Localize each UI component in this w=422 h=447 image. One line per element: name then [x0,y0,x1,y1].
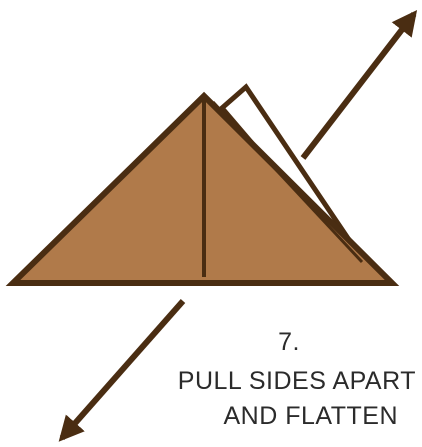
instruction-line-2: AND FLATTEN [224,404,399,429]
arrow-down-left-icon [62,301,183,438]
step-number: 7. [278,330,300,355]
instruction-line-1: PULL SIDES APART [178,369,416,394]
arrow-up-right-icon [303,14,414,158]
